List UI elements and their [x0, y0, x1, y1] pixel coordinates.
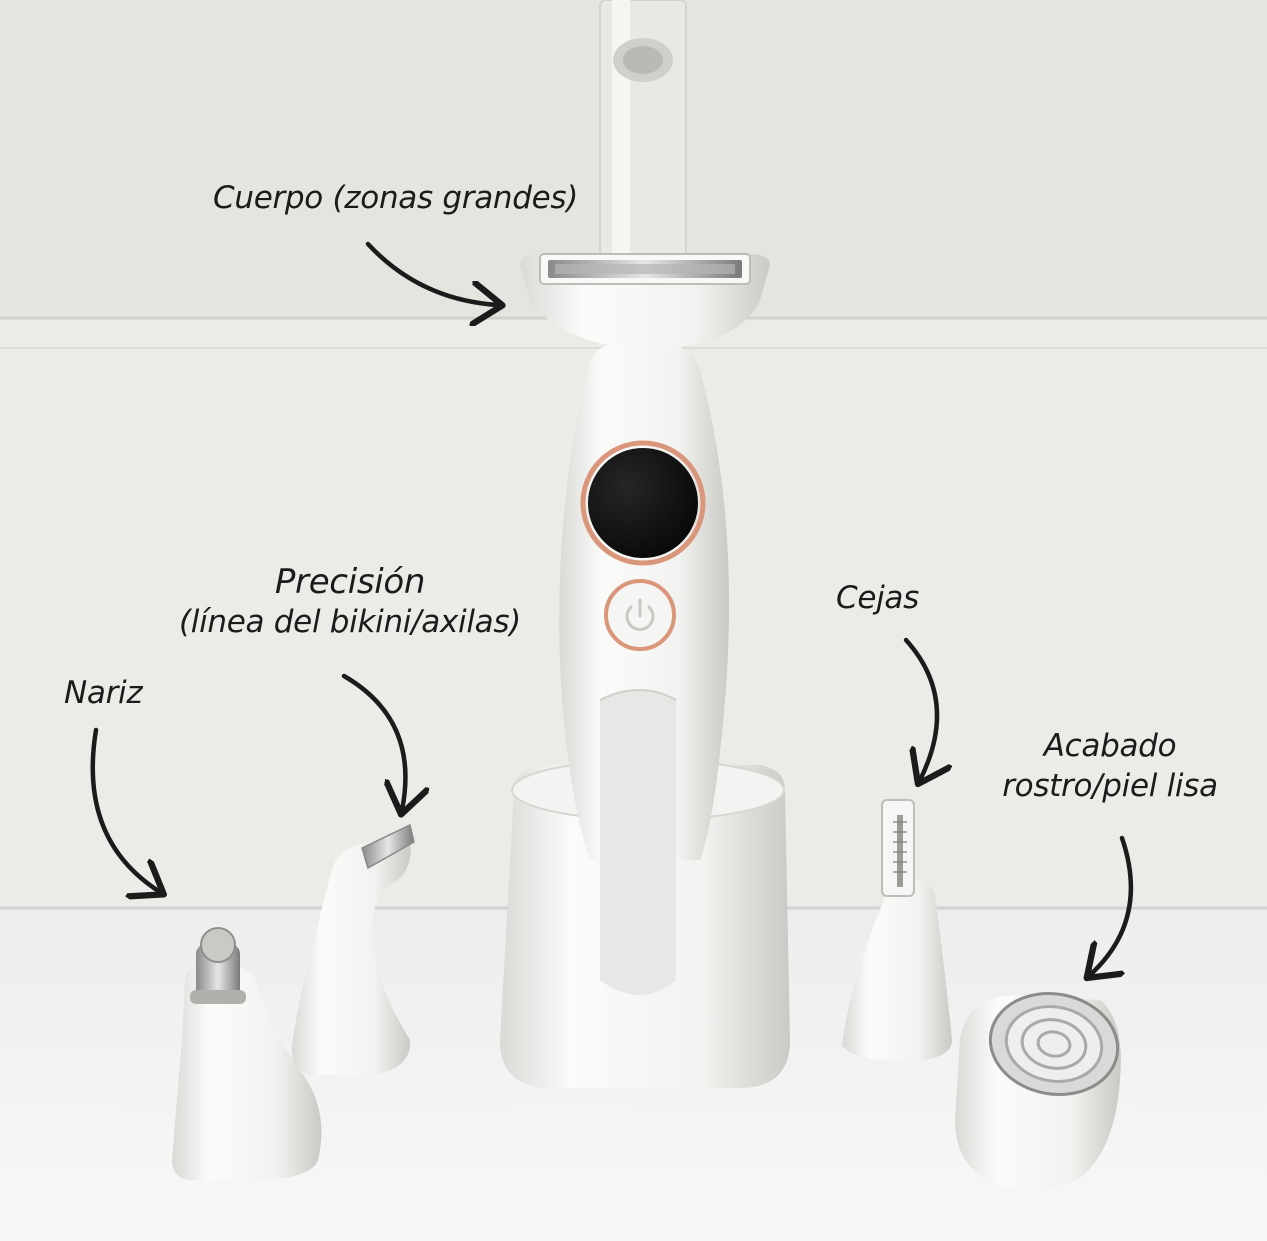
- label-nariz: Nariz: [64, 675, 143, 711]
- precision-trimmer-attachment: [291, 823, 415, 1075]
- trimmer-handle: [559, 338, 730, 995]
- label-acabado-line2: rostro/piel lisa: [1002, 768, 1218, 804]
- label-cuerpo: Cuerpo (zonas grandes): [213, 180, 579, 216]
- eyebrow-trimmer-attachment: [842, 799, 952, 1062]
- power-icon: [625, 598, 655, 631]
- body-shaver-head: [520, 253, 770, 350]
- face-finishing-attachment: [955, 992, 1121, 1189]
- label-precision-detail: (línea del bikini/axilas): [179, 604, 521, 640]
- label-cejas: Cejas: [836, 580, 919, 616]
- nose-trimmer-attachment: [172, 927, 322, 1180]
- label-precision-title: Precisión: [274, 562, 426, 602]
- label-acabado-line1: Acabado: [1043, 728, 1177, 764]
- curved-arrow-icon: [903, 637, 937, 780]
- curved-arrow-icon: [365, 241, 498, 305]
- curved-arrow-icon: [90, 727, 160, 892]
- label-acabado: Acabado rostro/piel lisa: [990, 726, 1230, 806]
- curved-arrow-icon: [341, 673, 405, 810]
- curved-arrow-icon: [1090, 835, 1134, 975]
- label-precision: Precisión (línea del bikini/axilas): [178, 562, 522, 642]
